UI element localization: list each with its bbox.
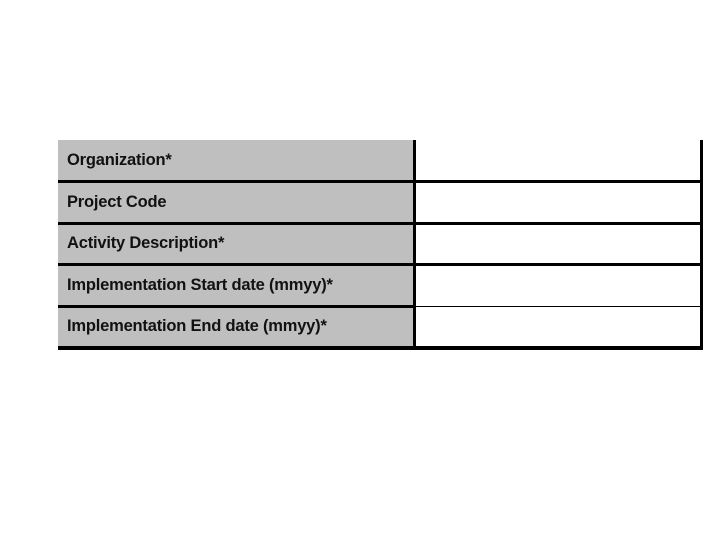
field-label-project-code: Project Code: [58, 181, 416, 225]
field-label-implementation-end-date: Implementation End date (mmyy)*: [58, 306, 416, 350]
table-row: Project Code: [58, 181, 703, 225]
table-row: Activity Description*: [58, 223, 703, 266]
form-body: Organization* Project Code Activity Desc…: [58, 140, 703, 350]
field-label-implementation-start-date: Implementation Start date (mmyy)*: [58, 264, 416, 308]
field-input-activity-description[interactable]: [414, 223, 703, 266]
field-input-implementation-end-date[interactable]: [414, 305, 703, 350]
field-label-organization: Organization*: [58, 140, 416, 183]
table-row: Implementation Start date (mmyy)*: [58, 264, 703, 308]
field-value-activity-description: [421, 243, 695, 244]
field-value-implementation-end-date: [421, 326, 695, 327]
field-value-project-code: [421, 202, 695, 203]
field-input-implementation-start-date[interactable]: [414, 264, 703, 306]
field-value-organization: [421, 160, 695, 161]
field-label-activity-description: Activity Description*: [58, 223, 416, 266]
table-row: Implementation End date (mmyy)*: [58, 305, 703, 350]
field-input-organization[interactable]: [414, 140, 703, 183]
field-input-project-code[interactable]: [414, 181, 703, 225]
activity-details-form: Organization* Project Code Activity Desc…: [58, 140, 703, 350]
field-value-implementation-start-date: [421, 285, 695, 286]
table-row: Organization*: [58, 140, 703, 183]
